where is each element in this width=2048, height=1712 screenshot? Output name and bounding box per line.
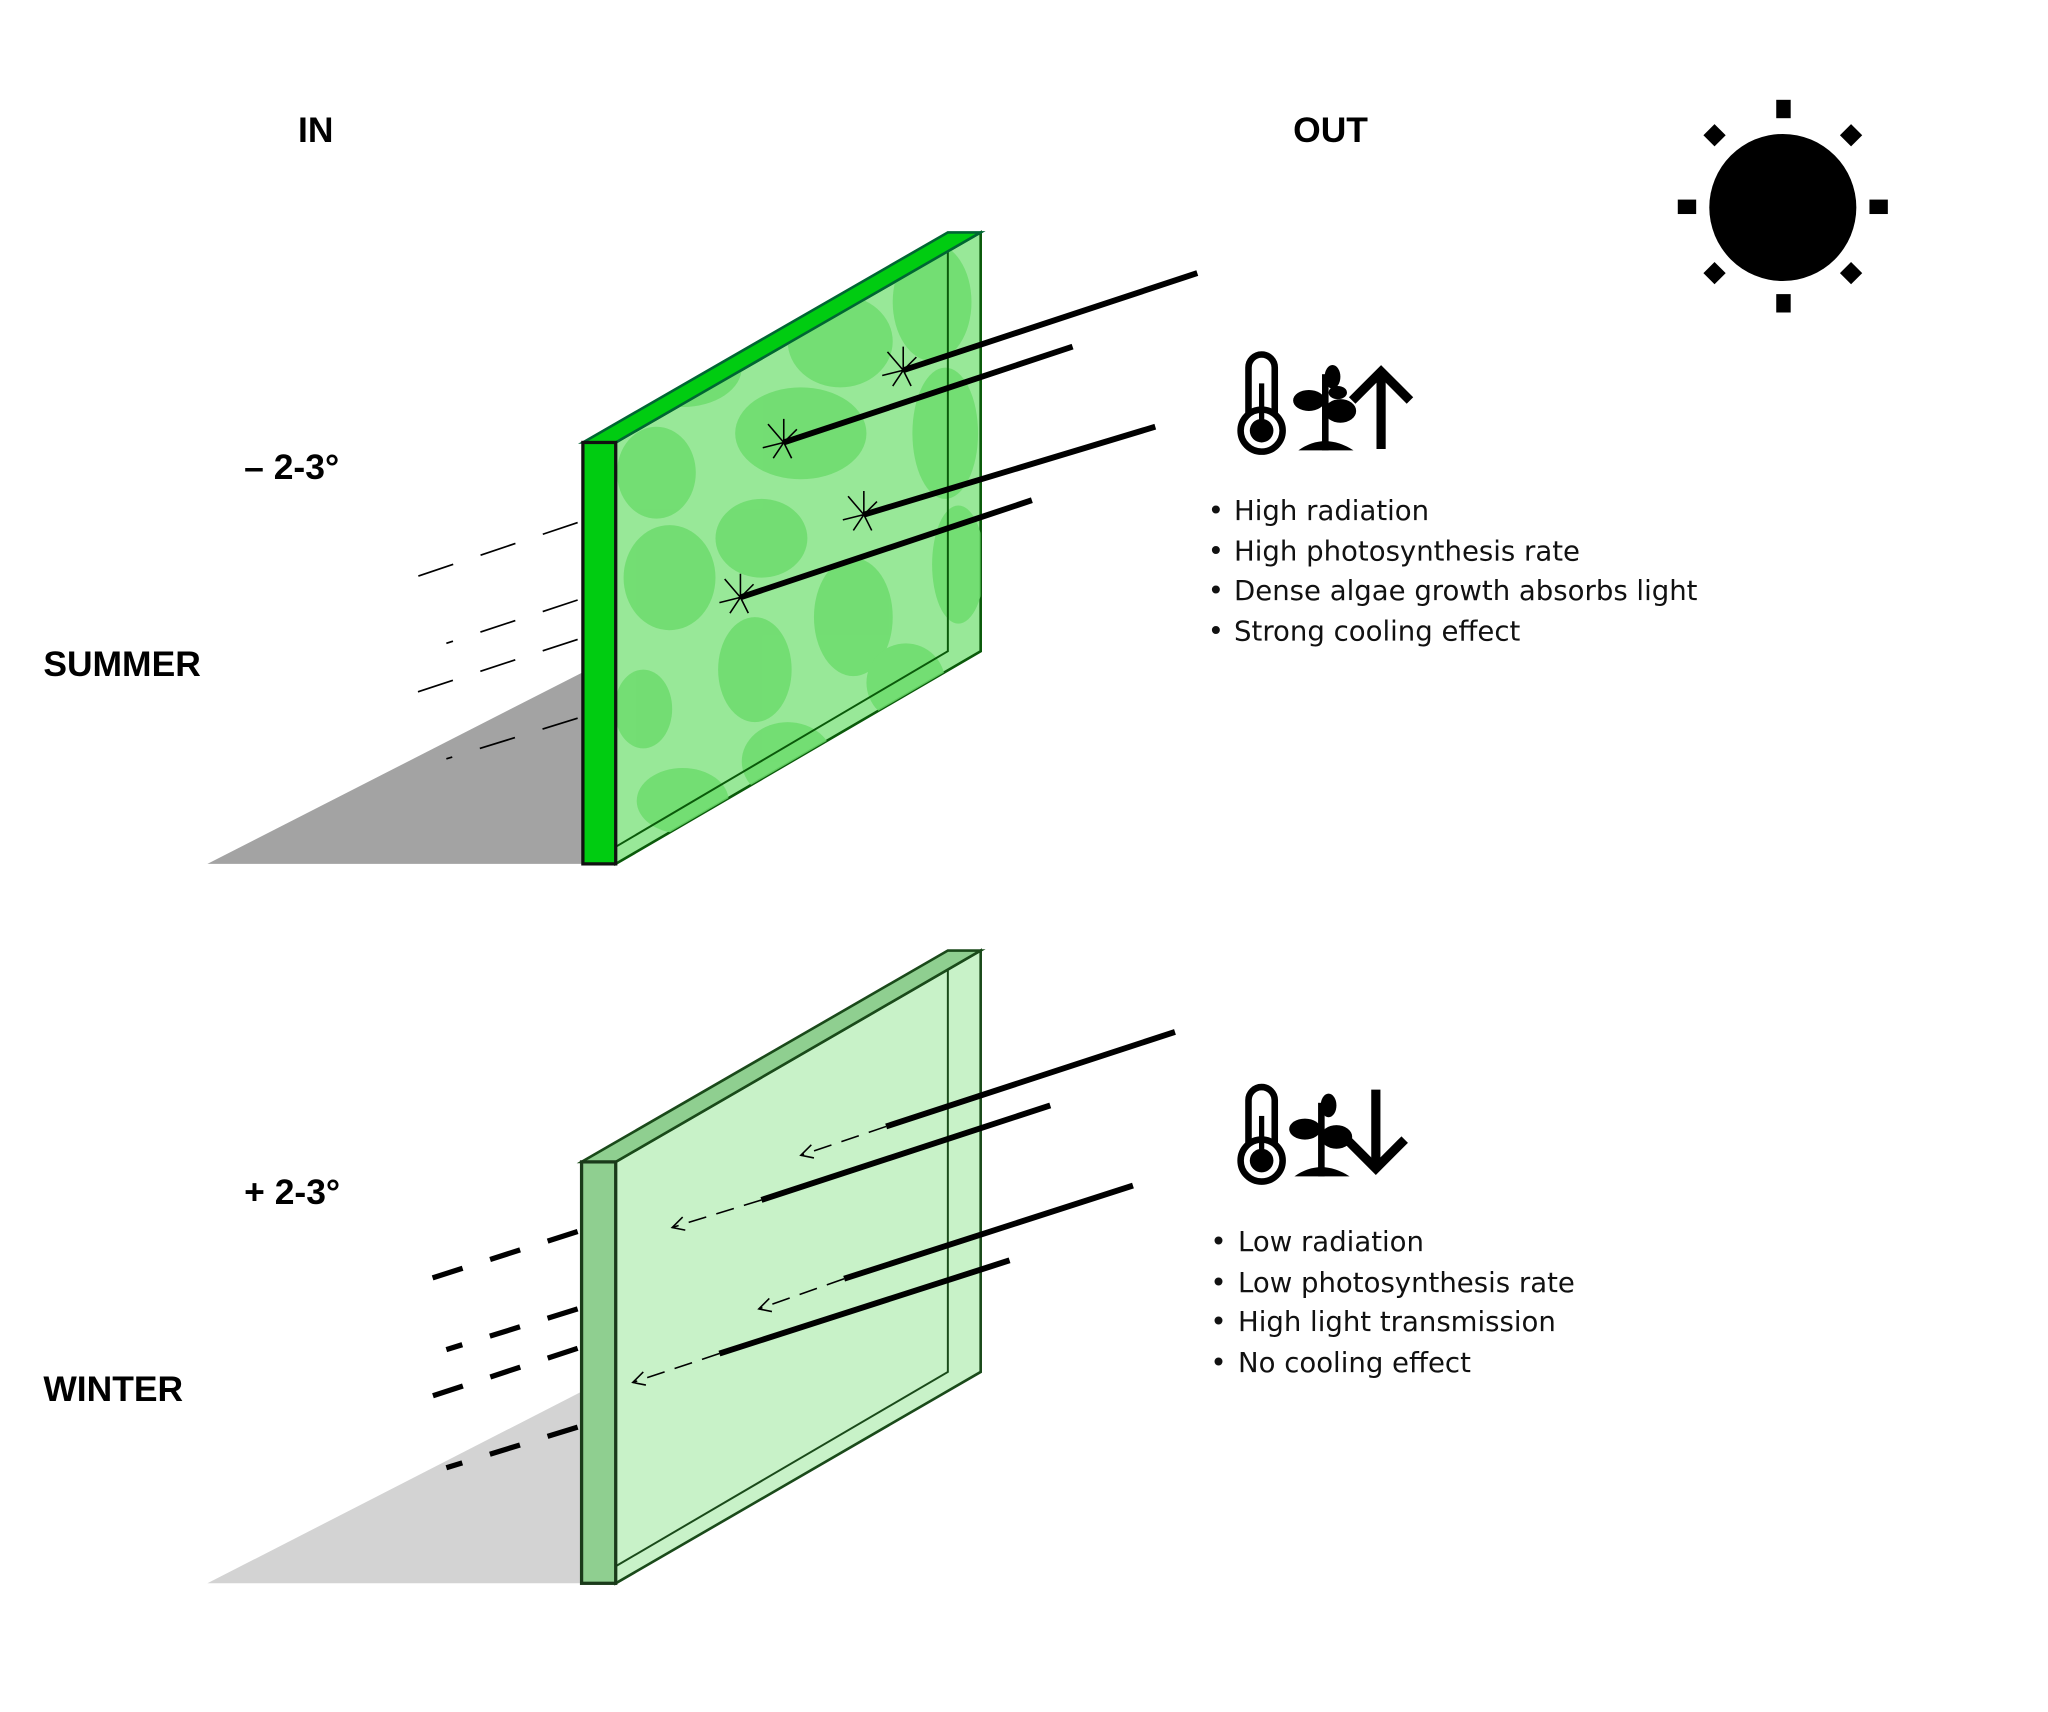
- bullet-item: Dense algae growth absorbs light: [1234, 575, 1698, 607]
- summer-shadow: [207, 672, 583, 864]
- svg-text:•High light transmission: •High light transmission: [1210, 1306, 1555, 1338]
- svg-text:•High photosynthesis rate: •High photosynthesis rate: [1208, 536, 1580, 568]
- bullet-item: Low radiation: [1238, 1226, 1424, 1258]
- label-winter: WINTER: [43, 1369, 183, 1409]
- label-in: IN: [298, 110, 333, 150]
- plant-growth-icon: [1289, 1093, 1353, 1177]
- winter-indoor-light-dashes: [412, 1228, 579, 1471]
- svg-text:•High radiation: •High radiation: [1208, 495, 1429, 527]
- summer-sun-rays: [739, 270, 1199, 601]
- arrow-up-icon: [1348, 365, 1414, 450]
- scatter-arrows-icon: [719, 346, 917, 614]
- label-out: OUT: [1293, 110, 1368, 150]
- label-summer: SUMMER: [43, 644, 201, 684]
- bullet-item: No cooling effect: [1238, 1347, 1471, 1379]
- bullet-item: Low photosynthesis rate: [1238, 1267, 1575, 1299]
- thermometer-icon: [1237, 1083, 1286, 1185]
- bullet-item: High radiation: [1234, 495, 1429, 527]
- svg-text:•Low radiation: •Low radiation: [1210, 1226, 1424, 1258]
- bullet-item: Strong cooling effect: [1234, 616, 1520, 648]
- svg-text:•Dense algae growth absorbs li: •Dense algae growth absorbs light: [1208, 575, 1698, 607]
- winter-bullet-list: •Low radiation •Low photosynthesis rate …: [1210, 1226, 1574, 1379]
- arrow-down-icon: [1343, 1089, 1408, 1175]
- plant-growth-icon: [1293, 365, 1357, 451]
- svg-text:•No cooling effect: •No cooling effect: [1210, 1347, 1471, 1379]
- winter-temp-change: + 2-3°: [244, 1172, 340, 1212]
- summer-bullet-list: •High radiation •High photosynthesis rat…: [1208, 495, 1698, 648]
- summer-temp-change: – 2-3°: [244, 447, 339, 487]
- svg-text:•Strong cooling effect: •Strong cooling effect: [1208, 616, 1521, 648]
- winter-algae-panel: [207, 948, 986, 1586]
- bullet-item: High light transmission: [1238, 1306, 1556, 1338]
- summer-algae-panel: [207, 230, 986, 867]
- svg-text:•Low photosynthesis rate: •Low photosynthesis rate: [1210, 1267, 1574, 1299]
- bullet-item: High photosynthesis rate: [1234, 536, 1580, 568]
- sun-icon: [1677, 99, 1888, 313]
- thermometer-icon: [1237, 351, 1286, 455]
- winter-sun-rays: [631, 1029, 1176, 1386]
- winter-shadow: [207, 1391, 582, 1584]
- summer-indoor-light-dashes: [413, 521, 578, 760]
